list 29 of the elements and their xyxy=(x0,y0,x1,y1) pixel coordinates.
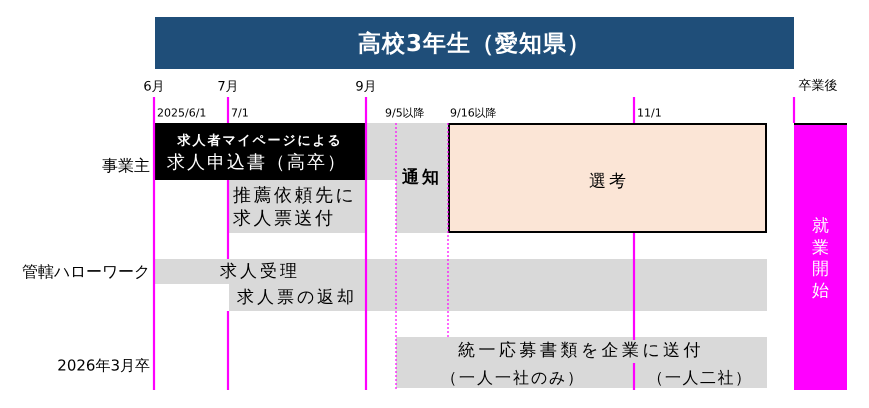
bar-label: 通知 xyxy=(402,170,442,186)
bar-label: 選考 xyxy=(589,174,629,190)
row-label: 管轄ハローワーク xyxy=(22,264,150,280)
bar-label: 求人票の返却 xyxy=(237,290,357,306)
task-bar xyxy=(396,123,448,233)
month-label: 6月 xyxy=(143,80,165,94)
date-label: 9/5以降 xyxy=(385,108,425,118)
bar-label: （一人二社） xyxy=(648,370,752,386)
task-bar xyxy=(155,123,366,180)
task-bar xyxy=(229,284,767,311)
task-bar xyxy=(396,337,767,388)
period-label: 卒業後 xyxy=(798,80,838,92)
date-label: 9/16以降 xyxy=(450,108,497,118)
task-bar xyxy=(229,180,366,233)
month-label: 7月 xyxy=(217,80,239,94)
month-label: 9月 xyxy=(355,80,377,94)
row-label: 2026年3月卒 xyxy=(57,358,150,374)
task-bar xyxy=(448,123,767,233)
task-bar xyxy=(794,123,847,390)
title-banner: 高校3年生（愛知県） xyxy=(155,17,794,69)
task-bar xyxy=(155,259,767,284)
bar-label: 就業開始 xyxy=(812,216,830,302)
bar-label: 推薦依頼先に求人票送付 xyxy=(233,184,357,230)
bar-label: 求人申込書（高卒） xyxy=(167,154,347,172)
bar-label: 求人者マイページによる xyxy=(178,134,342,148)
bar-label: 求人受理 xyxy=(220,264,300,280)
task-bar xyxy=(366,123,396,180)
bar-label: （一人一社のみ） xyxy=(441,370,585,386)
bar-label: 統一応募書類を企業に送付 xyxy=(458,342,704,360)
